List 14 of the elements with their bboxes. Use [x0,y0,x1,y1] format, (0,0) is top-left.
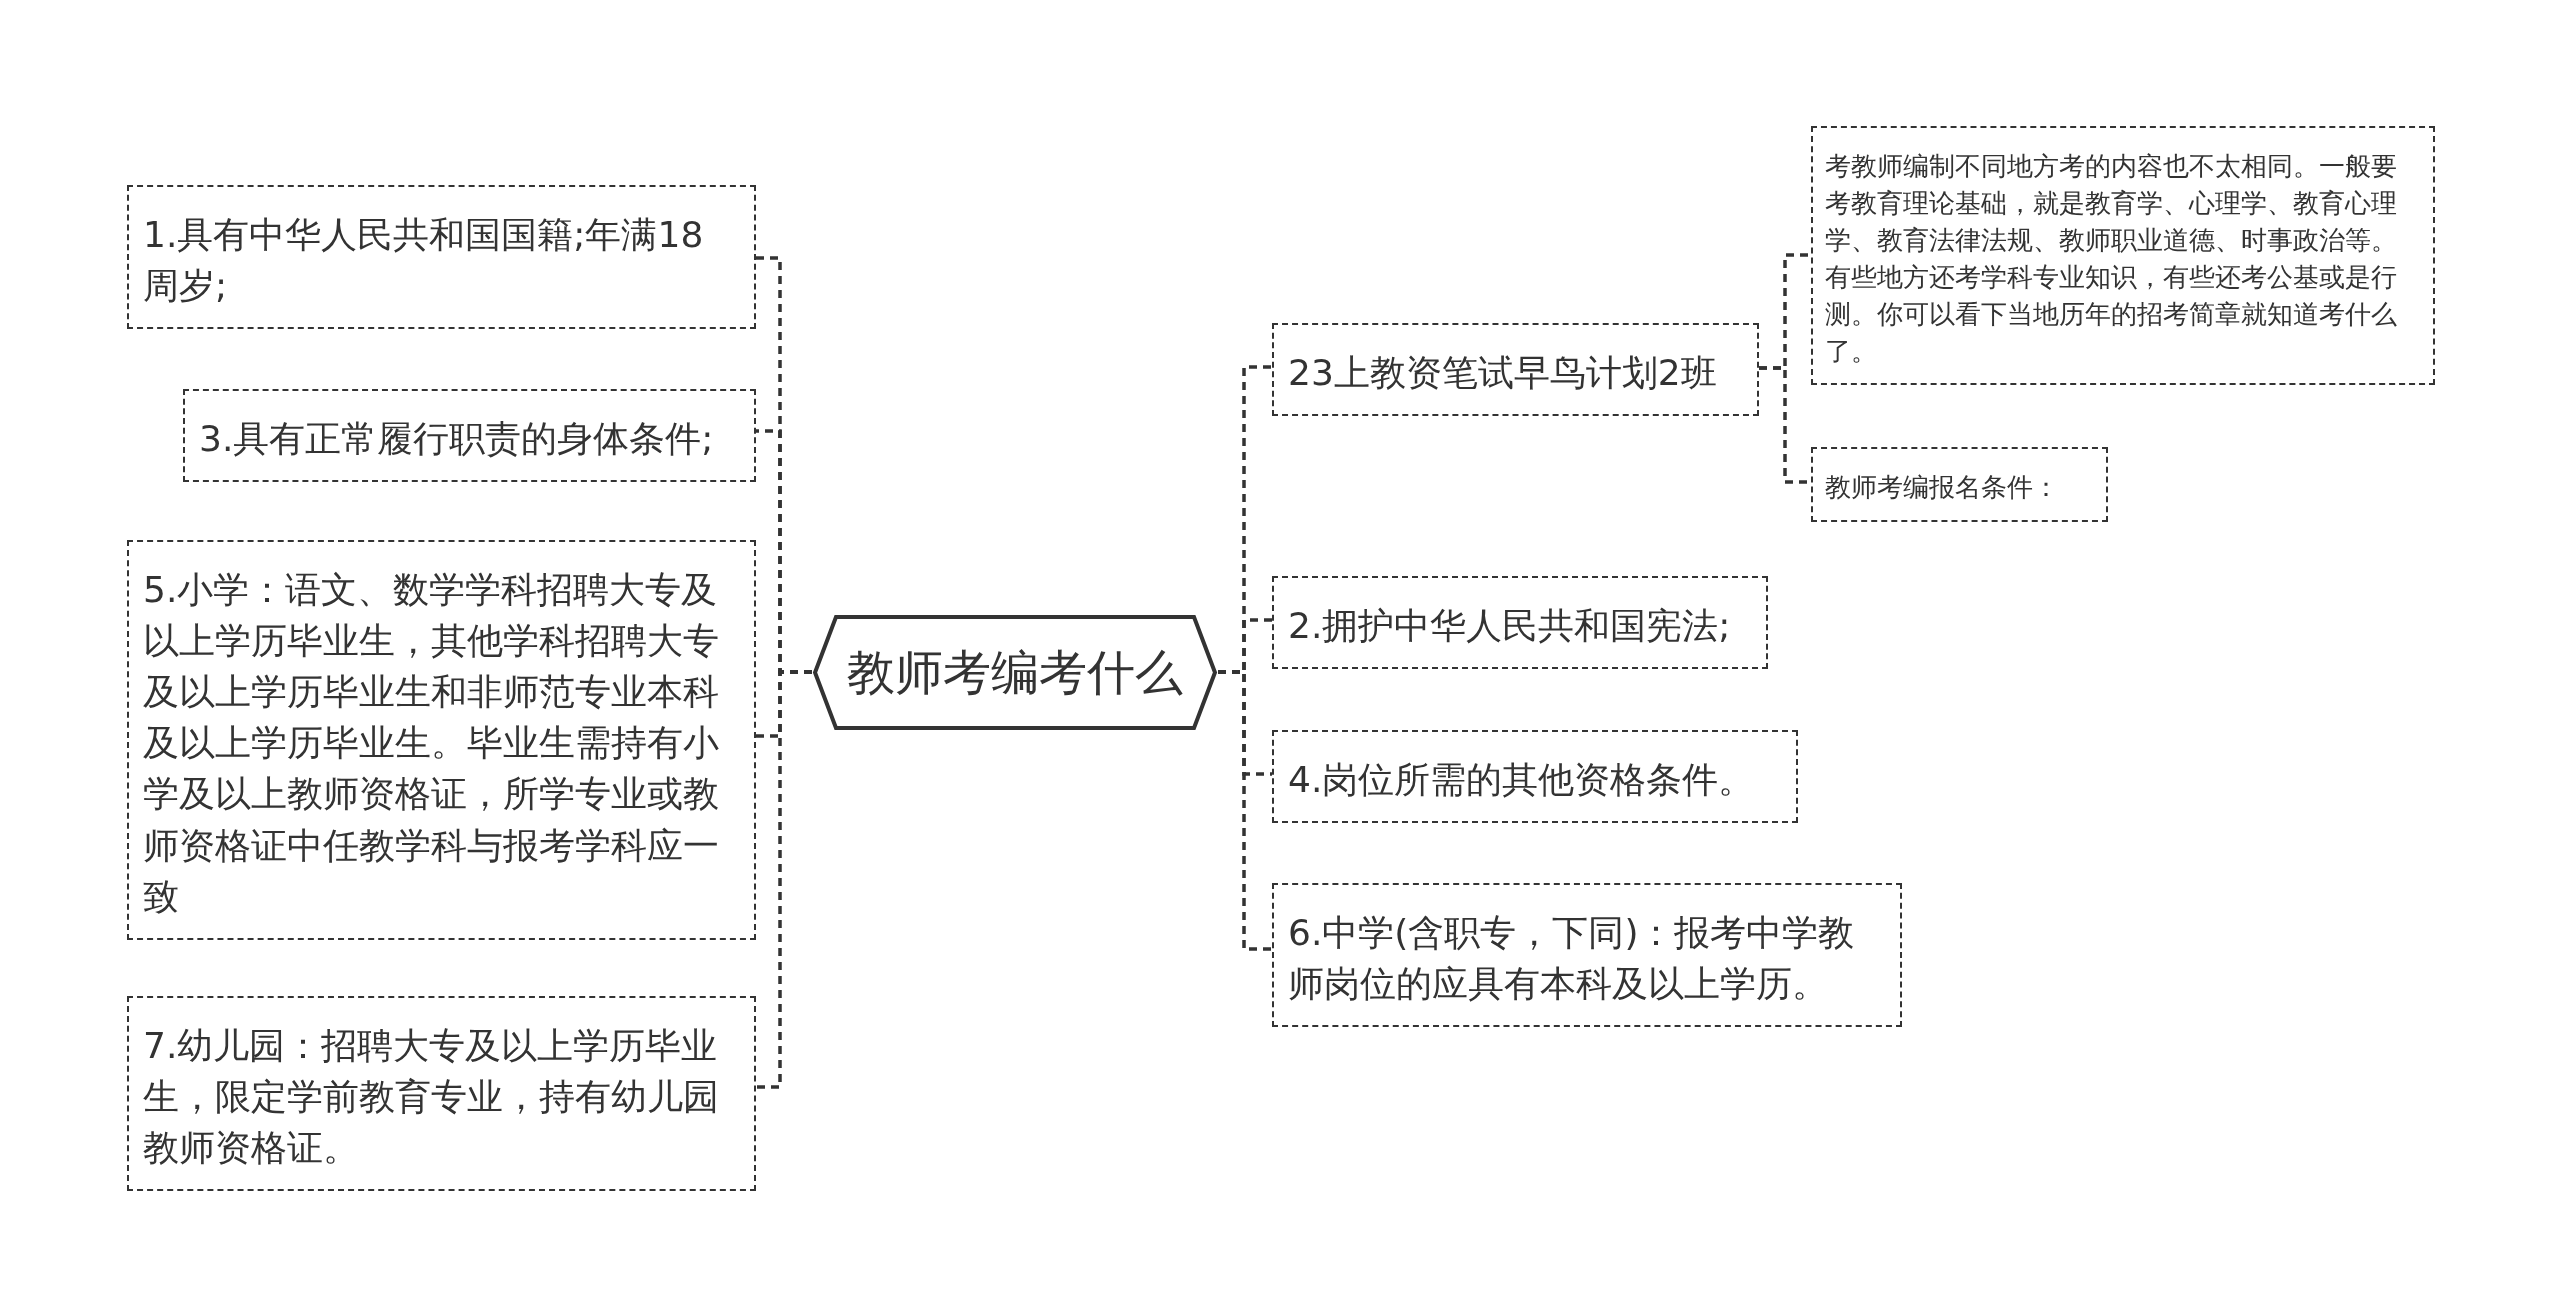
text-box: 考教师编制不同地方考的内容也不太相同。一般要考教育理论基础，就是教育学、心理学、教育心理学、教育法律法规、教师职业道德、时事政治等。有些地方还考学科专业知识，有些还考公基或是行测。你可以看下当地历年的招考简章就知道考什么了。 [1811,126,2435,386]
connector-line [756,670,812,1089]
topic-hexagon [812,614,1218,731]
topic-text: 教师考编考什么 [847,642,1183,702]
text-box: 教师考编报名条件： [1811,447,2108,522]
connector-line [1218,670,1272,951]
text-box: 4.岗位所需的其他资格条件。 [1272,730,1798,824]
text-box: 7.幼儿园：招聘大专及以上学历毕业生，限定学前教育专业，持有幼儿园教师资格证。 [127,996,756,1192]
text-box: 2.拥护中华人民共和国宪法; [1272,576,1768,670]
text-box: 3.具有正常履行职责的身体条件; [183,389,756,483]
text-box: 23上教资笔试早鸟计划2班 [1272,323,1759,417]
text-box: 5.小学：语文、数学学科招聘大专及以上学历毕业生，其他学科招聘大专及以上学历毕业生和非师范专业本科及以上学历毕业生。毕业生需持有小学及以上教师资格证，所学专业或教师资格证中任教学科与报考学科应一致 [127,540,756,940]
text-box: 6.中学(含职专，下同)：报考中学教师岗位的应具有本科及以上学历。 [1272,883,1902,1028]
text-box: 1.具有中华人民共和国国籍;年满18周岁; [127,185,756,330]
